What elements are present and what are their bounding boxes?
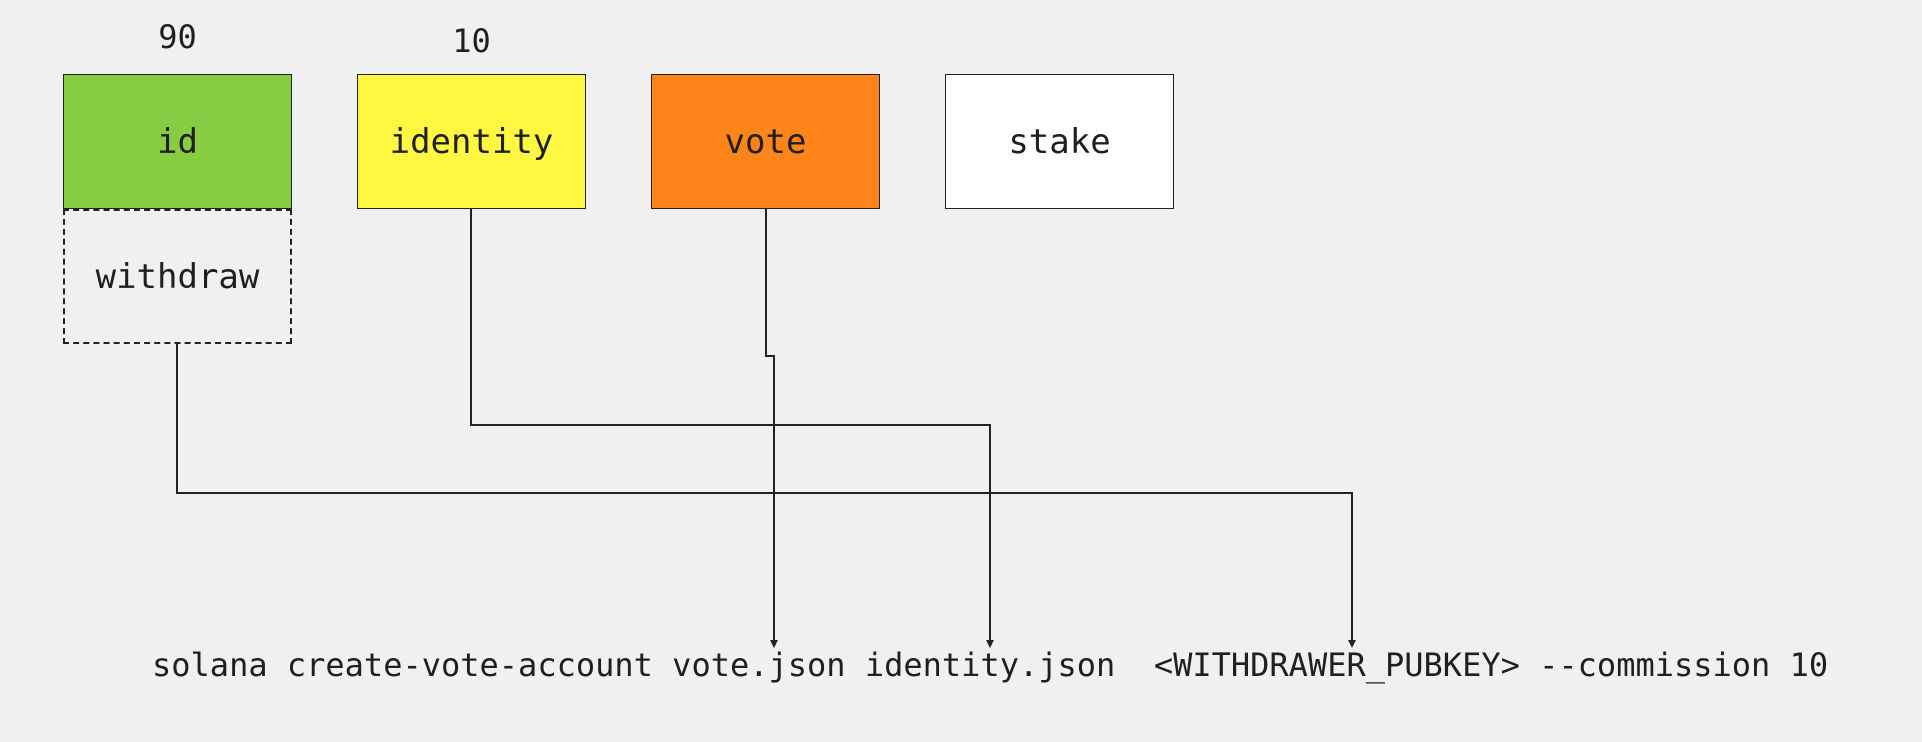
vote-connector — [765, 209, 778, 648]
withdraw-keypair-box: withdraw — [63, 209, 292, 344]
stake-keypair-box: stake — [945, 74, 1174, 209]
vote-keypair-box: vote — [651, 74, 880, 209]
id-keypair-label: id — [157, 121, 198, 162]
withdraw-connector — [176, 344, 1356, 648]
identity-keypair-label: identity — [389, 121, 554, 162]
create-vote-account-command: solana create-vote-account vote.json ide… — [152, 646, 1829, 684]
stake-keypair-label: stake — [1008, 121, 1111, 162]
id-keypair-box: id — [63, 74, 292, 209]
identity-connector — [470, 209, 994, 648]
vote-keypair-label: vote — [724, 121, 807, 162]
id-count-label: 90 — [158, 18, 197, 56]
withdraw-keypair-label: withdraw — [95, 256, 260, 297]
identity-keypair-box: identity — [357, 74, 586, 209]
identity-count-label: 10 — [452, 22, 491, 60]
